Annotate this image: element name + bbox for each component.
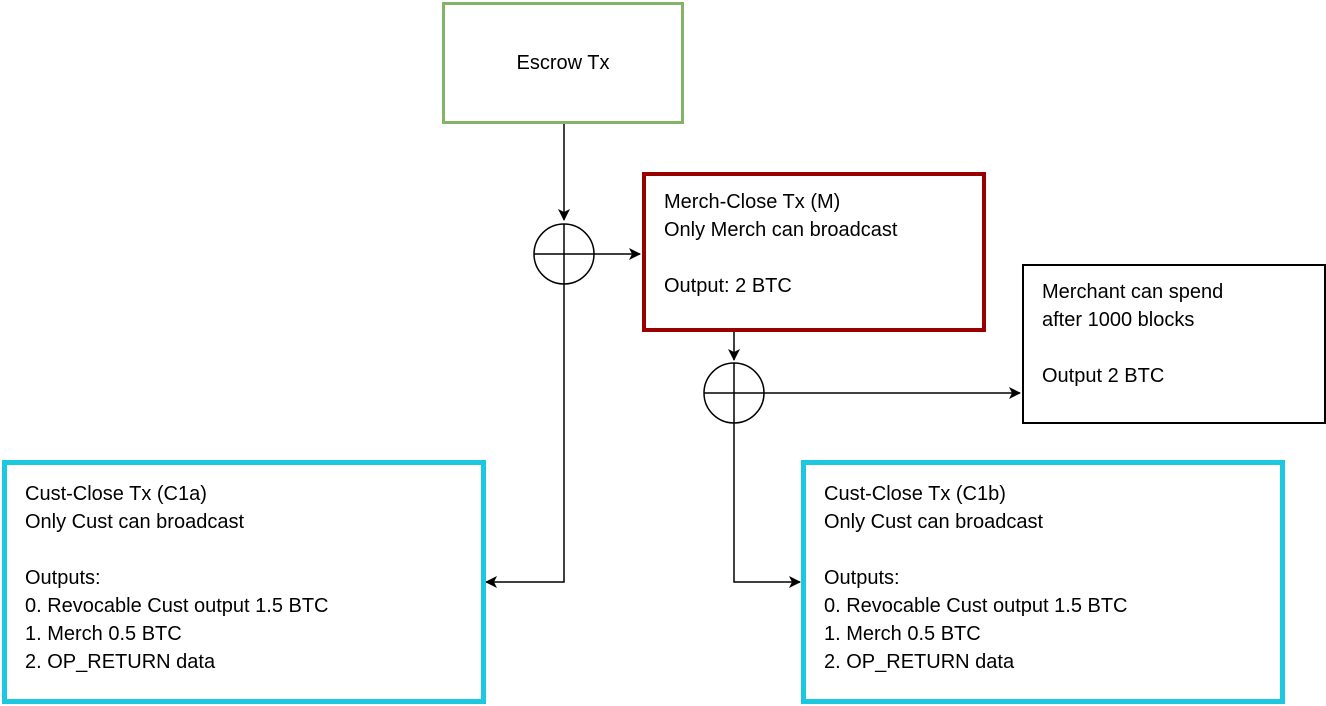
merchant-spend-node[interactable]: Merchant can spend after 1000 blocks Out…	[1022, 264, 1326, 424]
cust-close-c1a-line: 1. Merch 0.5 BTC	[25, 623, 182, 645]
cust-close-c1b-line: 2. OP_RETURN data	[824, 651, 1015, 673]
cust-close-c1b-line: Cust-Close Tx (C1b)	[824, 483, 1006, 505]
merchant-spend-line: Output 2 BTC	[1042, 365, 1165, 387]
merch-close-line: Output: 2 BTC	[664, 275, 792, 297]
edge-junction-1-to-c1a	[485, 284, 565, 588]
xor-junction-1	[533, 223, 595, 285]
cust-close-c1a-line: Only Cust can broadcast	[25, 511, 244, 533]
cust-close-c1a-node[interactable]: Cust-Close Tx (C1a) Only Cust can broadc…	[2, 460, 486, 704]
cust-close-c1a-line: Cust-Close Tx (C1a)	[25, 483, 207, 505]
cust-close-c1a-line: 2. OP_RETURN data	[25, 651, 216, 673]
xor-junction-2	[703, 362, 765, 424]
escrow-tx-label: Escrow Tx	[516, 51, 610, 74]
cust-close-c1a-line: 0. Revocable Cust output 1.5 BTC	[25, 595, 329, 617]
merch-close-tx-node[interactable]: Merch-Close Tx (M) Only Merch can broadc…	[642, 172, 986, 332]
merchant-spend-line: Merchant can spend	[1042, 281, 1224, 303]
merch-close-line: Only Merch can broadcast	[664, 219, 898, 241]
cust-close-c1b-line: Only Cust can broadcast	[824, 511, 1043, 533]
edge-junction-2-to-c1b	[733, 423, 801, 588]
cust-close-c1b-line: 0. Revocable Cust output 1.5 BTC	[824, 595, 1128, 617]
cust-close-c1a-line: Outputs:	[25, 567, 101, 589]
cust-close-c1b-node[interactable]: Cust-Close Tx (C1b) Only Cust can broadc…	[801, 460, 1285, 704]
cust-close-c1b-line: 1. Merch 0.5 BTC	[824, 623, 981, 645]
merch-close-line: Merch-Close Tx (M)	[664, 191, 841, 213]
cust-close-c1b-line: Outputs:	[824, 567, 900, 589]
merchant-spend-line: after 1000 blocks	[1042, 309, 1195, 331]
escrow-tx-node[interactable]: Escrow Tx	[442, 2, 684, 124]
